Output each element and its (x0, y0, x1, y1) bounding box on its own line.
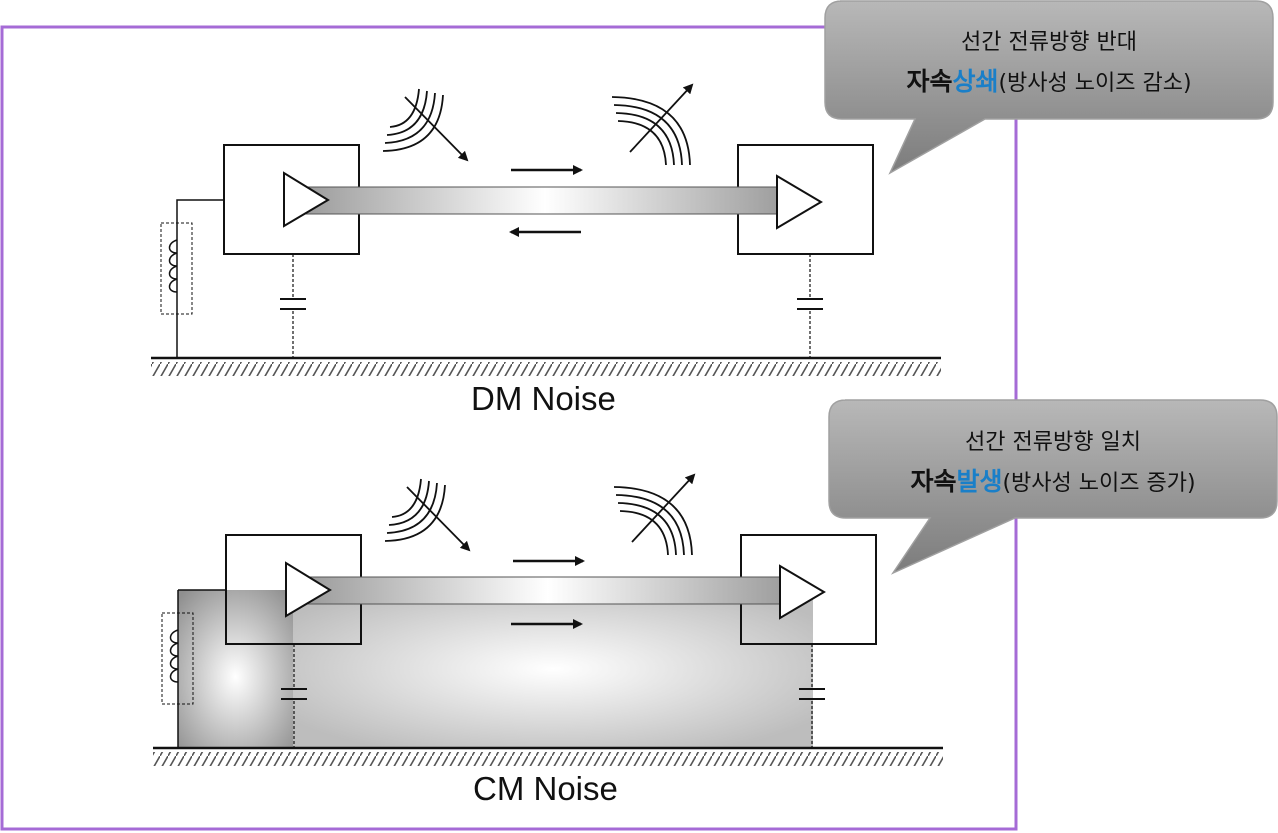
dm-noise-caption: DM Noise (471, 380, 616, 417)
triangle-buffer-icon (285, 561, 332, 618)
radiation-waves-icon (611, 83, 694, 166)
triangle-buffer-icon (283, 171, 330, 228)
ground-hatch-icon (151, 362, 941, 376)
dm-callout-bubble (824, 0, 1274, 175)
triangle-buffer-icon (779, 564, 826, 620)
inductor-icon (160, 222, 193, 315)
cm-field-area (293, 590, 813, 748)
dm-section (151, 83, 941, 376)
dm-callout-accent: 상쇄 (952, 67, 999, 96)
ground-hatch-icon (153, 752, 943, 766)
cm-section (153, 473, 943, 766)
cm-callout-line2: 자속발생(방사성 노이즈 증가) (829, 462, 1277, 498)
radiation-waves-icon (613, 473, 696, 556)
dm-cable (299, 186, 791, 215)
cm-cable (302, 576, 794, 605)
cm-noise-caption: CM Noise (473, 770, 618, 807)
cm-callout-accent: 발생 (956, 467, 1003, 496)
dm-callout-rest: (방사성 노이즈 감소) (998, 71, 1192, 96)
cm-callout-line1: 선간 전류방향 일치 (965, 430, 1141, 455)
dm-ground-wire (176, 199, 224, 358)
radiation-waves-icon (384, 478, 471, 552)
dm-callout-emph: 자속 (906, 67, 953, 96)
cm-callout-emph: 자속 (910, 467, 957, 496)
inductor-icon (161, 612, 194, 705)
cm-field-area-left (178, 590, 293, 748)
dm-callout-line2: 자속상쇄(방사성 노이즈 감소) (825, 62, 1273, 98)
dm-callout-text: 선간 전류방향 반대 자속상쇄(방사성 노이즈 감소) (825, 24, 1273, 98)
dm-callout-line1: 선간 전류방향 반대 (961, 30, 1137, 55)
radiation-waves-icon (382, 88, 469, 162)
cm-callout-text: 선간 전류방향 일치 자속발생(방사성 노이즈 증가) (829, 424, 1277, 498)
cm-callout-rest: (방사성 노이즈 증가) (1002, 471, 1196, 496)
triangle-buffer-icon (776, 174, 823, 230)
cm-callout-bubble (828, 399, 1278, 575)
